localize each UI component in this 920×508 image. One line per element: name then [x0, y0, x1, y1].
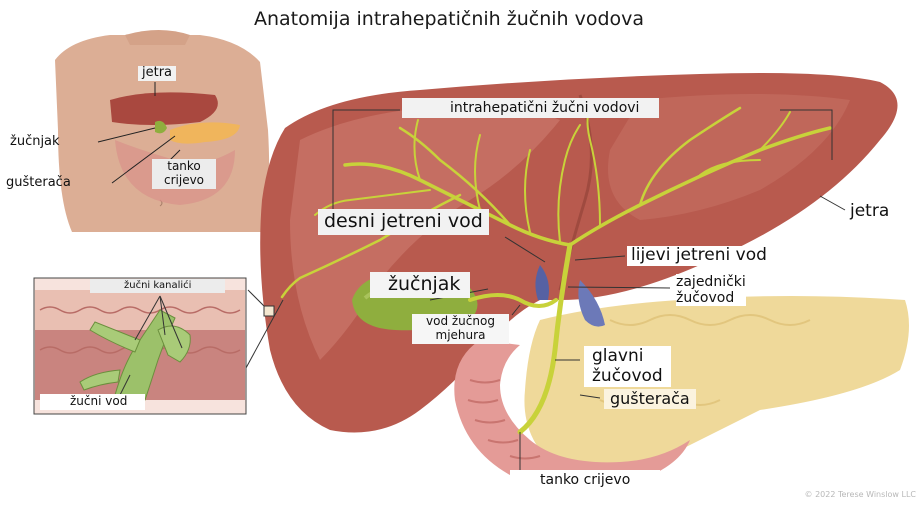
- label-glavni: glavni žučovod: [584, 346, 671, 387]
- label-zucni-vod: žučni vod: [40, 394, 145, 410]
- main-anatomy: [222, 73, 909, 489]
- label-tanko-crijevo: tanko crijevo: [510, 470, 660, 490]
- label-gusteraca: gušterača: [604, 389, 696, 409]
- label-intrahepatic: intrahepatični žučni vodovi: [402, 98, 659, 118]
- label-jetra: jetra: [850, 202, 889, 222]
- inset-liver: [110, 92, 218, 125]
- label-inset-jetra: jetra: [138, 66, 176, 81]
- label-lijevi: lijevi jetreni vod: [627, 246, 771, 266]
- torso-inset: [55, 30, 269, 232]
- line-jetra: [820, 196, 845, 210]
- diagram-title: Anatomija intrahepatičnih žučnih vodova: [254, 8, 644, 30]
- copyright-credit: © 2022 Terese Winslow LLC: [805, 490, 916, 499]
- inset-marker: [264, 306, 274, 316]
- label-kanalici: žučni kanalići: [90, 279, 225, 293]
- label-desni: desni jetreni vod: [318, 209, 489, 235]
- label-inset-gusteraca: gušterača: [6, 176, 71, 191]
- label-inset-zucnjak: žučnjak: [10, 135, 60, 150]
- label-inset-tanko: tanko crijevo: [152, 159, 216, 189]
- label-vod-mjehura: vod žučnog mjehura: [412, 314, 509, 344]
- label-zucnjak: žučnjak: [370, 272, 470, 298]
- label-zajednicki: zajednički žučovod: [676, 274, 746, 306]
- torso-neck: [125, 30, 190, 45]
